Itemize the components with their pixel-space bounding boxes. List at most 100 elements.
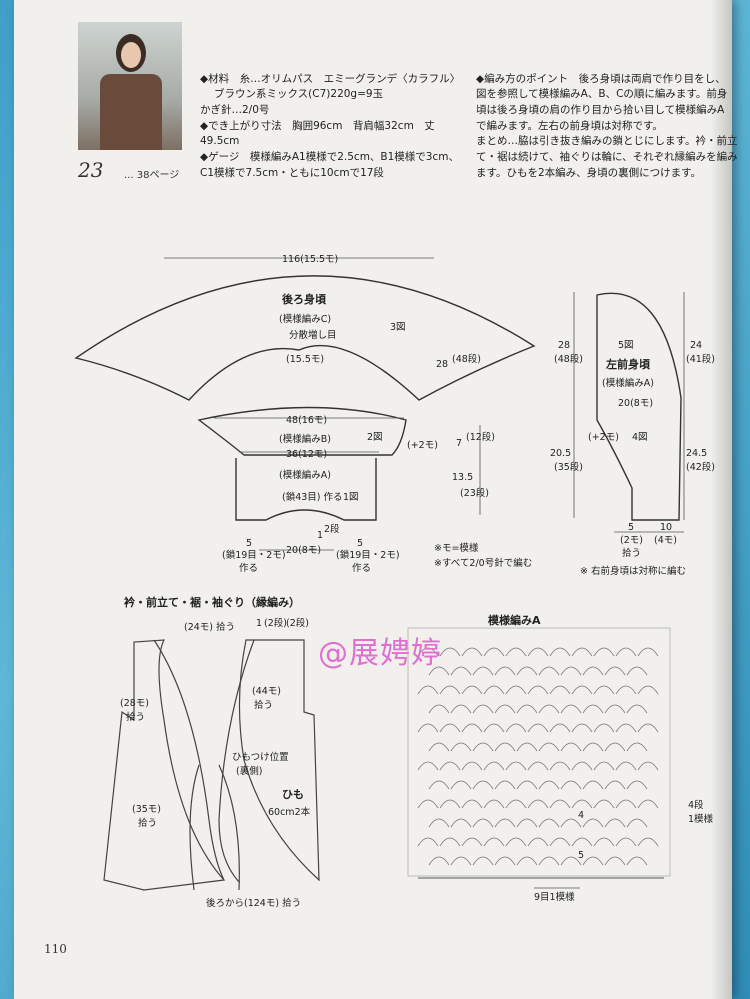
stitch-arc	[604, 818, 626, 828]
stitch-arc	[626, 780, 648, 790]
back-side-rows: 28	[436, 359, 448, 370]
stitch-arc	[538, 780, 560, 790]
stitch-arc	[582, 742, 604, 752]
stitch-arc	[549, 647, 571, 657]
stitch-arc	[461, 685, 483, 695]
stitch-arc	[549, 723, 571, 733]
stitch-arc	[450, 856, 472, 866]
stitch-arc	[615, 799, 637, 809]
stitch-arc	[626, 742, 648, 752]
stitch-arc	[527, 723, 549, 733]
gauge-line-1: ◆ゲージ 模様編みA1模様で2.5cm、B1模様で3cm、	[200, 151, 459, 163]
front-bottom-10: 10	[660, 522, 672, 533]
materials-line-2: ブラウン系ミックス(C7)220g=9玉	[214, 88, 384, 100]
back-chain43: (鎖43目) 作る	[282, 491, 343, 503]
point-line-3: 頃は後ろ身頃の肩の作り目から拾い目して模様編みA	[476, 104, 725, 116]
back-lower-outline	[235, 458, 377, 521]
stitch-arc	[483, 647, 505, 657]
back-bottom-right-label: (鎖19目・2モ)	[336, 549, 400, 561]
back-upper-outline	[74, 275, 536, 401]
chart-a-bottom: 9目1模様	[534, 891, 575, 903]
stitch-arc	[571, 799, 593, 809]
stitch-arc	[417, 685, 439, 695]
stitch-arc	[494, 704, 516, 714]
edging-pick28: (28モ)	[120, 698, 149, 709]
back-height-13-rows: (23段)	[460, 487, 489, 499]
front-note: ※ 右前身頃は対称に編む	[580, 565, 686, 577]
point-line-5: まとめ…脇は引き抜き編みの鎖とじにします。衿・前立	[476, 135, 738, 147]
stitch-arc	[560, 742, 582, 752]
stitch-arc	[549, 837, 571, 847]
back-height-7: 7	[456, 438, 462, 449]
stitch-arc	[483, 685, 505, 695]
chart-a-right-label2: 1模様	[688, 813, 714, 825]
stitch-arc	[560, 780, 582, 790]
back-pattern-b: (模様編みB)	[279, 433, 331, 445]
tie-right	[218, 764, 240, 891]
stitch-arc	[505, 647, 527, 657]
stitch-arc	[472, 666, 494, 676]
stitch-arc	[593, 685, 615, 695]
stitch-arc	[571, 647, 593, 657]
stitch-arc	[516, 780, 538, 790]
stitch-arc	[417, 647, 439, 657]
front-right-h2: 24.5	[686, 448, 707, 459]
back-plus2: (+2モ)	[407, 440, 438, 451]
stitch-arc	[472, 818, 494, 828]
edging-rows1b: (2段)	[264, 617, 287, 629]
back-piece-title: 後ろ身頃	[282, 292, 327, 306]
stitch-arc	[417, 761, 439, 771]
edging-pick124: 後ろから(124モ) 拾う	[206, 897, 301, 909]
tie-left	[189, 764, 200, 891]
page-reference: ... 38ページ	[124, 170, 180, 181]
back-bottom-mid: 20(8モ)	[286, 545, 321, 556]
chart-a-right-label1: 4段	[688, 799, 704, 811]
stitch-arc	[560, 666, 582, 676]
edging-pick35: (35モ)	[132, 804, 161, 815]
photo-vest	[100, 74, 162, 150]
back-b-inner: 36(12モ)	[286, 449, 327, 460]
front-right-h1-rows: (41段)	[686, 353, 715, 365]
gauge-line-2: C1模様で7.5cm・ともに10cmで17段	[200, 167, 384, 179]
stitch-arc	[483, 761, 505, 771]
stitch-arc	[615, 761, 637, 771]
stitch-arc	[483, 799, 505, 809]
stitch-arc	[439, 685, 461, 695]
back-pattern-a: (模様編みA)	[279, 469, 331, 481]
point-line-4: で編みます。左右の前身頃は対称です。	[476, 120, 663, 132]
stitch-arc	[549, 761, 571, 771]
stitch-arc	[494, 818, 516, 828]
back-bottom-left-5: 5	[246, 538, 252, 549]
chart-a-title: 模様編みA	[488, 613, 541, 627]
stitch-arc	[637, 799, 659, 809]
stitch-arc	[450, 818, 472, 828]
stitch-arc	[626, 704, 648, 714]
stitch-arc	[637, 837, 659, 847]
stitch-arc	[626, 666, 648, 676]
back-increase: 分散増し目	[289, 329, 337, 341]
stitch-arc	[439, 837, 461, 847]
stitch-arc	[560, 856, 582, 866]
stitch-arc	[582, 780, 604, 790]
stitch-arc	[483, 837, 505, 847]
back-fig1: 1図	[343, 492, 359, 503]
back-side-rows-unit: (48段)	[452, 353, 481, 365]
stitch-arc	[428, 666, 450, 676]
stitch-arc	[571, 723, 593, 733]
point-line-1: ◆編み方のポイント 後ろ身頃は両肩で作り目をし、	[476, 73, 726, 85]
stitch-arc	[417, 723, 439, 733]
stitch-arc	[428, 818, 450, 828]
stitch-arc	[461, 837, 483, 847]
stitch-arc	[538, 856, 560, 866]
edging-tie-len: 60cm2本	[268, 806, 311, 818]
stitch-arc	[593, 761, 615, 771]
stitch-arc	[538, 818, 560, 828]
stitch-arc	[604, 704, 626, 714]
model-photo	[78, 22, 182, 150]
stitch-arc	[560, 818, 582, 828]
stitch-arc	[538, 742, 560, 752]
stitch-arc	[505, 837, 527, 847]
stitch-arc	[549, 799, 571, 809]
stitch-arc	[505, 799, 527, 809]
front-left-h2: 20.5	[550, 448, 571, 459]
